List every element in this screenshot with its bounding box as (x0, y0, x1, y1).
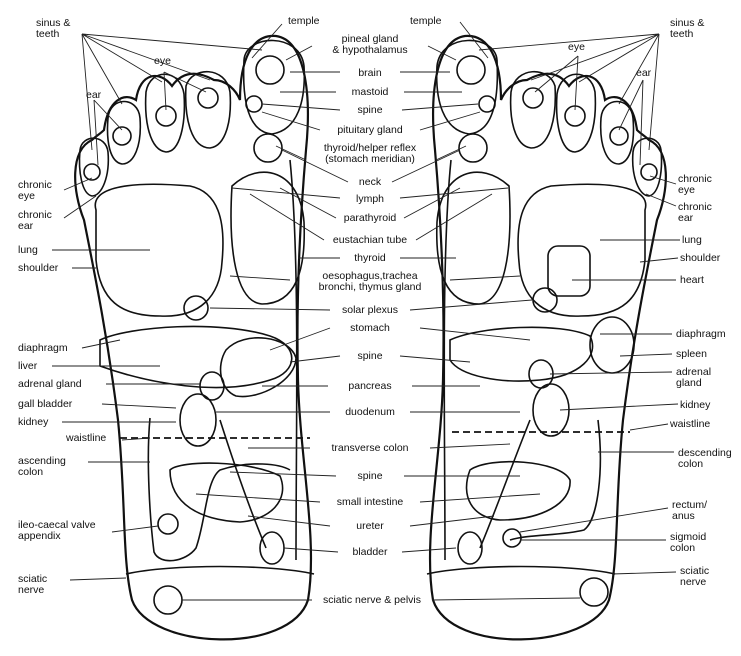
right-sciatic-circle (580, 578, 608, 606)
left-adrenal-label: adrenal gland (18, 378, 82, 390)
left-big-toe (244, 40, 305, 134)
left-kidney-label: kidney (18, 416, 49, 428)
left-ear-label: ear (86, 89, 102, 101)
left-liver-zone (100, 326, 292, 387)
left-fourth-toe (108, 102, 141, 165)
left-shoulder-label: shoulder (18, 262, 59, 274)
parathyroid-label: parathyroid (344, 212, 397, 224)
pancreas-label: pancreas (348, 380, 391, 392)
right-sinus-label: sinus &teeth (670, 17, 704, 40)
lymph-label: lymph (356, 193, 384, 205)
left-chronic-eye-label: chroniceye (18, 179, 52, 202)
left-colon-loop (148, 418, 290, 561)
right-eye-circle-a (523, 88, 543, 108)
right-heel-line (427, 567, 615, 575)
left-heel-line (126, 567, 314, 575)
center-labels: temple temple pineal gland& hypothalamus… (288, 15, 442, 606)
left-sciatic-circle (154, 586, 182, 614)
left-small-intestine (170, 463, 283, 522)
pineal-label: pineal gland& hypothalamus (332, 33, 407, 56)
right-heart-label: heart (680, 274, 704, 286)
left-eye-label: eye (154, 55, 171, 67)
right-shoulder-label: shoulder (680, 252, 721, 264)
left-neck-circle (254, 134, 282, 162)
left-ileo-caecal (158, 514, 178, 534)
left-big-toe-circle (256, 56, 284, 84)
right-pituitary-dot (479, 96, 495, 112)
lead-right-side (520, 176, 680, 574)
right-spleen (590, 317, 634, 373)
right-stomach-zone (450, 327, 593, 381)
spine-lower-label: spine (357, 470, 382, 482)
ureter-label: ureter (356, 520, 384, 532)
right-heart-zone (548, 246, 590, 296)
left-waistline-label: waistline (65, 432, 106, 444)
left-ureter (220, 420, 266, 548)
eustachian-label: eustachian tube (333, 234, 407, 246)
left-liver-label: liver (18, 360, 38, 372)
left-eye-circle-a (198, 88, 218, 108)
thyroid-label: thyroid (354, 252, 386, 264)
right-lung-label: lung (682, 234, 702, 246)
right-ureter (480, 420, 530, 548)
left-bladder (260, 532, 284, 564)
bladder-label: bladder (352, 546, 388, 558)
right-bladder (458, 532, 482, 564)
right-eye-label: eye (568, 41, 585, 53)
brain-label: brain (358, 67, 382, 79)
spine-mid-label: spine (357, 350, 382, 362)
left-chronic-eye-circle (84, 164, 100, 180)
transverse-colon-label: transverse colon (331, 442, 408, 454)
left-gall-bladder-label: gall bladder (18, 398, 73, 410)
right-big-toe-circle (457, 56, 485, 84)
solar-plexus-label: solar plexus (342, 304, 398, 316)
spine-upper-label: spine (357, 104, 382, 116)
right-spleen-label: spleen (676, 348, 707, 360)
small-intestine-label: small intestine (337, 496, 404, 508)
left-lung-label: lung (18, 244, 38, 256)
mastoid-label: mastoid (352, 86, 389, 98)
right-ear-label: ear (636, 67, 652, 79)
right-sciatic-label: sciaticnerve (680, 565, 709, 588)
temple-left-label: temple (288, 15, 320, 27)
right-kidney-label: kidney (680, 399, 711, 411)
stomach-label: stomach (350, 322, 390, 334)
right-rectum-label: rectum/anus (672, 499, 707, 522)
left-solar-plexus (184, 296, 208, 320)
thyroid-helper-label: thyroid/helper reflex(stomach meridian) (324, 142, 417, 165)
left-pituitary-dot (246, 96, 262, 112)
right-waistline-label: waistline (669, 418, 710, 430)
pituitary-label: pituitary gland (337, 124, 403, 136)
right-small-intestine (467, 462, 571, 520)
left-sinus-label: sinus &teeth (36, 17, 70, 40)
right-diaphragm-label: diaphragm (676, 328, 726, 340)
left-foot (75, 36, 314, 640)
right-foot (427, 36, 666, 640)
left-diaphragm-label: diaphragm (18, 342, 68, 354)
neck-label: neck (359, 176, 382, 188)
duodenum-label: duodenum (345, 406, 395, 418)
right-neck-circle (459, 134, 487, 162)
sciatic-pelvis-label: sciatic nerve & pelvis (323, 594, 421, 606)
temple-right-label: temple (410, 15, 442, 27)
right-foot-outline (430, 36, 666, 640)
